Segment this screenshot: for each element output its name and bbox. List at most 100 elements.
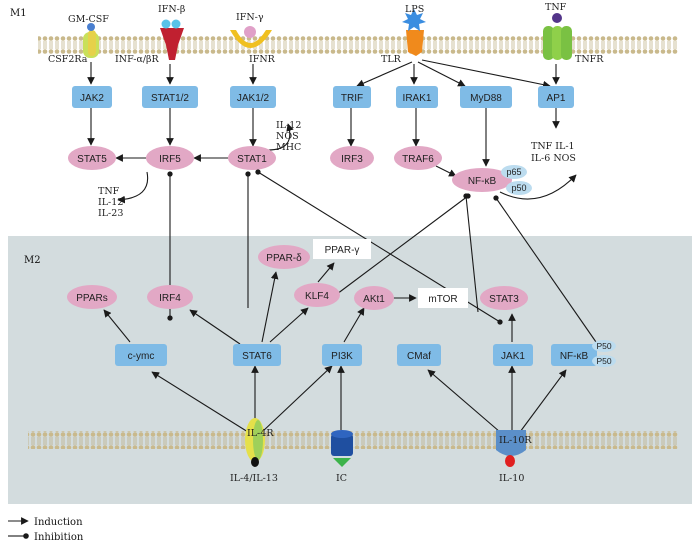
ic-label: IC <box>336 473 347 484</box>
tnf-label: TNF <box>545 2 567 13</box>
m2-panel-label: M2 <box>24 255 41 266</box>
svg-text:PPAR-δ: PPAR-δ <box>266 253 302 264</box>
ifnb-receptor-icon <box>160 19 184 60</box>
legend-inhibition-label: Inhibition <box>34 532 84 543</box>
gmcsf-receptor-icon <box>83 23 99 58</box>
nfkb-output-2: IL-6 NOS <box>531 153 576 164</box>
stat1-output-2: NOS <box>276 131 299 142</box>
m1-membrane <box>38 36 678 54</box>
svg-text:JAK1/2: JAK1/2 <box>237 93 270 104</box>
irf5-node: IRF5 <box>146 146 194 170</box>
ifnr-label: IFNR <box>249 54 276 65</box>
pi3k-node: PI3K <box>322 344 362 366</box>
svg-text:P50: P50 <box>596 356 611 366</box>
svg-text:NF-κB: NF-κB <box>560 351 589 362</box>
m1-panel-label: M1 <box>10 8 27 19</box>
stat5-node: STAT5 <box>68 146 116 170</box>
irf4-node: IRF4 <box>147 285 193 309</box>
ifng-label: IFN-γ <box>236 12 264 23</box>
il4r-receptor-icon <box>245 418 265 467</box>
il10r-label: IL-10R <box>499 435 532 446</box>
svg-text:KLF4: KLF4 <box>305 291 329 302</box>
svg-text:p65: p65 <box>506 167 521 177</box>
myd88-node: MyD88 <box>460 86 512 108</box>
svg-text:TRIF: TRIF <box>341 93 363 104</box>
cymc-node: c-ymc <box>115 344 167 366</box>
cmaf-node: CMaf <box>397 344 441 366</box>
svg-text:STAT3: STAT3 <box>489 294 519 305</box>
stat1-node: STAT1 <box>228 146 276 170</box>
svg-text:PI3K: PI3K <box>331 351 353 362</box>
p50b-node: P50 <box>592 355 616 367</box>
nfkb-output-1: TNF IL-1 <box>531 141 575 152</box>
tnfr-label: TNFR <box>575 54 604 65</box>
stat1-output-3: MHC <box>276 142 301 153</box>
svg-text:NF-κB: NF-κB <box>468 176 497 187</box>
il10-label: IL-10 <box>499 473 524 484</box>
svg-text:STAT6: STAT6 <box>242 351 272 362</box>
nfkb2-node: NF-κB <box>551 344 597 366</box>
svg-text:PPARs: PPARs <box>76 293 108 304</box>
ppars-node: PPARs <box>67 285 117 309</box>
p50-node: p50 <box>506 181 532 195</box>
p50a-node: P50 <box>592 340 616 352</box>
svg-text:JAK2: JAK2 <box>80 93 104 104</box>
jak2-node: JAK2 <box>72 86 112 108</box>
m2-region <box>8 236 692 504</box>
ppar-delta-node: PPAR-δ <box>258 245 310 269</box>
svg-text:IRF4: IRF4 <box>159 293 181 304</box>
irf3-node: IRF3 <box>330 146 374 170</box>
legend-induction-label: Induction <box>34 517 83 528</box>
svg-text:MyD88: MyD88 <box>470 93 502 104</box>
jak1-node: JAK1 <box>493 344 533 366</box>
lps-label: LPS <box>405 4 424 15</box>
svg-text:mTOR: mTOR <box>428 294 457 305</box>
svg-text:JAK1: JAK1 <box>501 351 525 362</box>
gmcsf-label: GM-CSF <box>68 14 109 25</box>
klf4-node: KLF4 <box>294 283 340 307</box>
legend: Induction Inhibition <box>8 517 84 543</box>
mtor-node: mTOR <box>418 288 468 308</box>
irf5-output-1: TNF <box>98 186 120 197</box>
il4-il13-label: IL-4/IL-13 <box>230 473 278 484</box>
svg-text:TRAF6: TRAF6 <box>402 154 434 165</box>
ppar-gamma-node: PPAR-γ <box>313 239 371 259</box>
ifnb-label: IFN-β <box>158 4 186 15</box>
svg-text:PPAR-γ: PPAR-γ <box>325 245 360 256</box>
ifng-receptor-icon <box>230 26 272 48</box>
svg-text:CMaf: CMaf <box>407 351 431 362</box>
m2-edges <box>103 262 567 433</box>
tlr-label: TLR <box>381 54 402 65</box>
irf5-output-2: IL-12 <box>98 197 123 208</box>
il10r-receptor-icon <box>496 430 526 467</box>
il4r-label: IL-4R <box>247 428 274 439</box>
svg-text:c-ymc: c-ymc <box>128 351 155 362</box>
tnf-receptor-icon <box>543 13 572 60</box>
svg-text:AKt1: AKt1 <box>363 294 385 305</box>
irak1-node: IRAK1 <box>396 86 438 108</box>
trif-node: TRIF <box>333 86 371 108</box>
svg-text:P50: P50 <box>596 341 611 351</box>
svg-text:STAT1: STAT1 <box>237 154 267 165</box>
ap1-node: AP1 <box>538 86 574 108</box>
irf5-output-3: IL-23 <box>98 208 123 219</box>
svg-text:p50: p50 <box>511 183 526 193</box>
svg-text:STAT1/2: STAT1/2 <box>151 93 189 104</box>
jak12-node: JAK1/2 <box>230 86 276 108</box>
akt1-node: AKt1 <box>354 286 394 310</box>
svg-text:IRF5: IRF5 <box>159 154 181 165</box>
m1-edges <box>87 59 577 204</box>
svg-text:IRF3: IRF3 <box>341 154 363 165</box>
stat12-node: STAT1/2 <box>142 86 198 108</box>
svg-text:STAT5: STAT5 <box>77 154 107 165</box>
ic-receptor-icon <box>331 430 353 467</box>
csf2ra-label: CSF2Ra <box>48 54 88 65</box>
stat6-node: STAT6 <box>233 344 281 366</box>
stat1-output-1: IL-12 <box>276 120 301 131</box>
traf6-node: TRAF6 <box>394 146 442 170</box>
svg-text:IRAK1: IRAK1 <box>403 93 432 104</box>
lps-receptor-icon <box>402 9 426 56</box>
svg-text:AP1: AP1 <box>547 93 566 104</box>
ifnab-r-label: INF-α/βR <box>115 54 160 65</box>
